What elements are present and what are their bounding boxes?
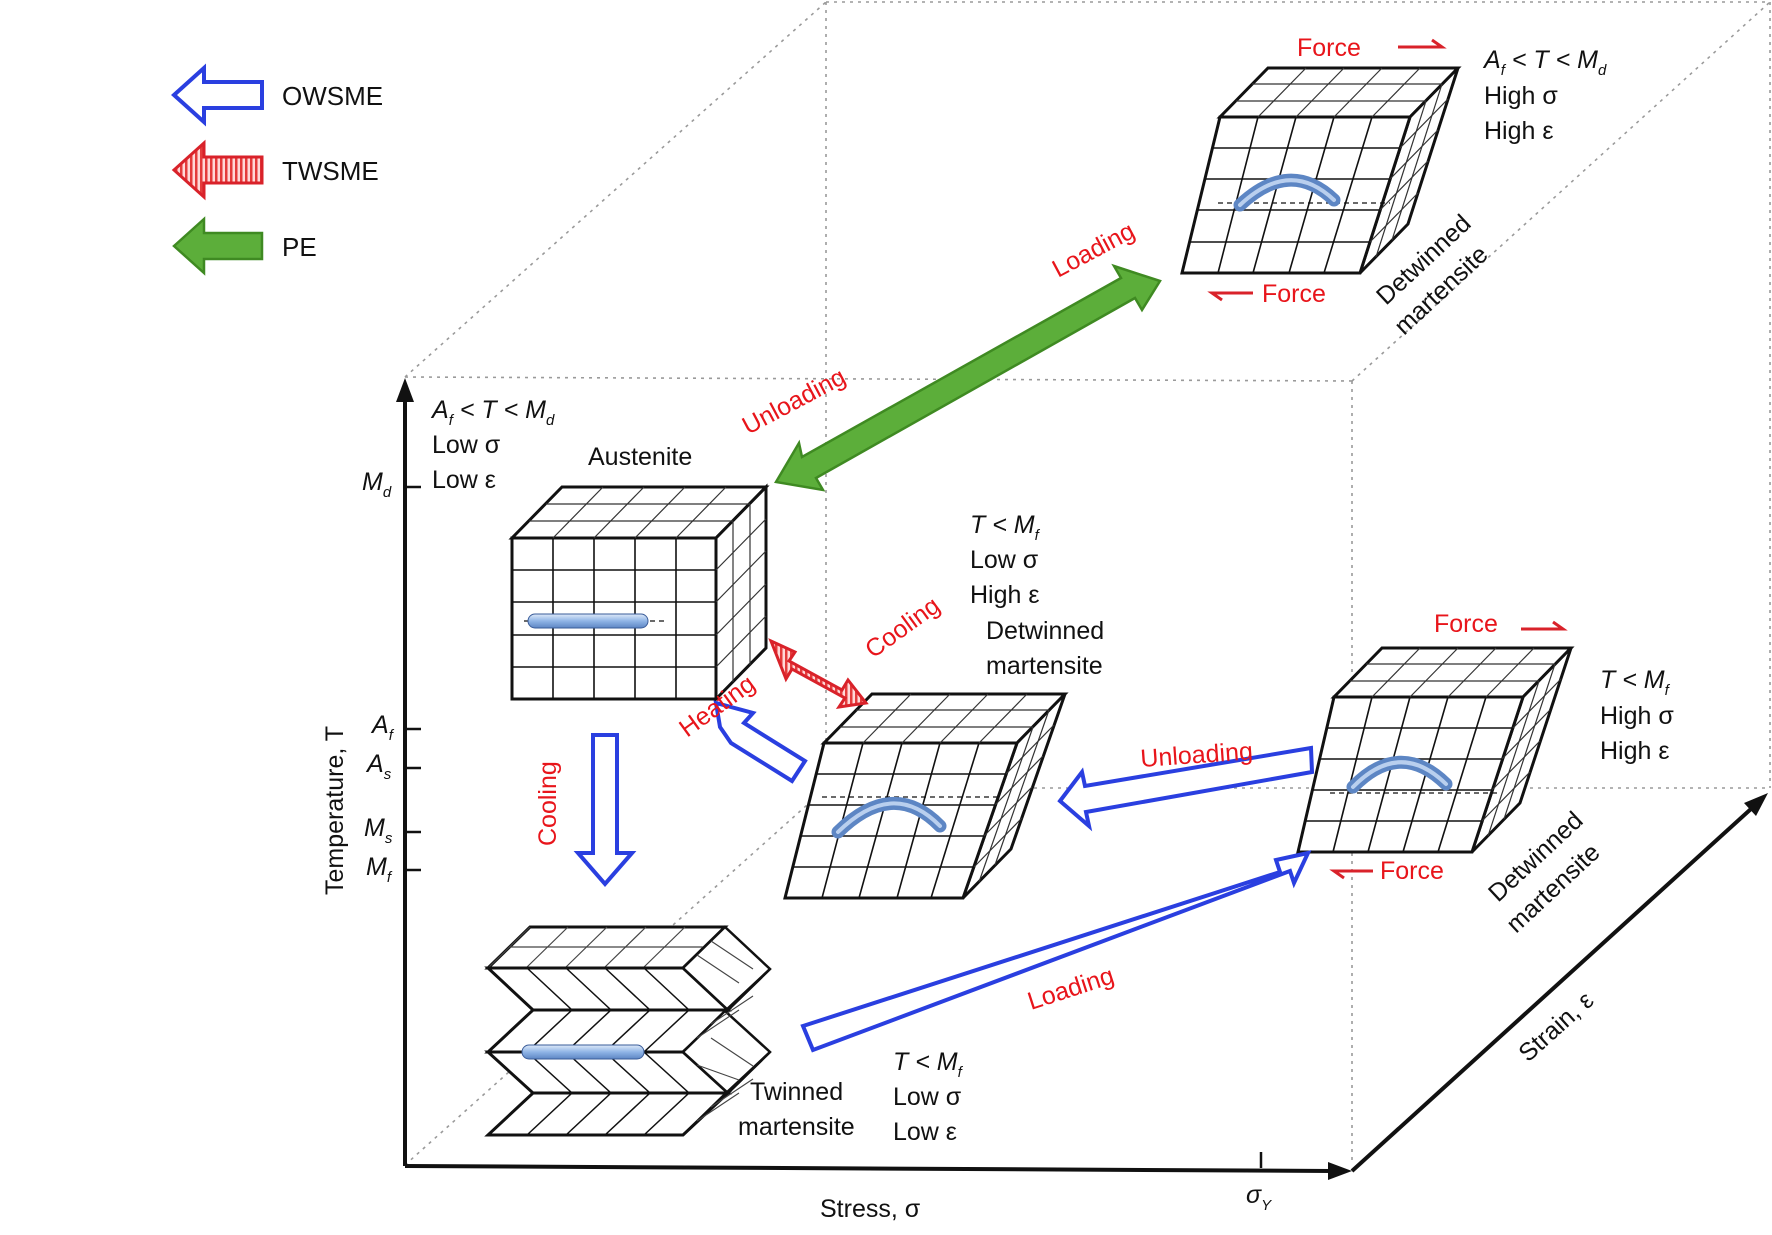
svg-text:Af: Af [370,711,395,744]
stress-yield-tick-label: σY [1246,1181,1272,1214]
twinned-labels: Twinned martensite T < Mf Low σ Low ε [738,1048,964,1146]
svg-text:Force: Force [1434,610,1498,638]
svg-text:Detwinned: Detwinned [986,617,1104,645]
force-arrows-right [1329,620,1568,880]
legend-pe-label: PE [282,232,317,262]
tick-as: As [365,750,392,783]
svg-text:Low ε: Low ε [432,466,496,494]
svg-text:High ε: High ε [970,581,1040,609]
legend-owsme-arrow-icon [171,63,264,127]
legend-twsme-label: TWSME [282,156,379,186]
legend: OWSME TWSME PE [171,63,383,276]
loading-bottom-label: Loading [1024,962,1117,1016]
svg-text:martensite: martensite [986,652,1103,680]
detwinned-center-labels: T < Mf Low σ High ε Detwinned martensite [970,511,1104,680]
stress-axis-label: Stress, σ [820,1195,921,1223]
force-arrows-top [1207,38,1447,302]
cooling-down-label: Cooling [534,761,562,846]
owsme-cooling-arrow [573,733,637,888]
svg-text:T < Mf: T < Mf [893,1048,964,1081]
svg-text:Austenite: Austenite [588,443,692,471]
svg-text:T < Mf: T < Mf [970,511,1041,544]
detwinned-top-block [1180,66,1462,275]
svg-text:High σ: High σ [1600,702,1674,730]
strain-axis-label: Strain, ε [1513,986,1599,1067]
austenite-labels: Af < T < Md Low σ Low ε Austenite [430,396,692,494]
tick-af: Af [370,711,395,744]
svg-text:Af < T < Md: Af < T < Md [1482,46,1607,79]
svg-text:Ms: Ms [364,814,393,847]
svg-text:Low σ: Low σ [893,1083,962,1111]
svg-text:Force: Force [1380,857,1444,885]
tick-ms: Ms [364,814,393,847]
austenite-rod [527,613,649,629]
svg-text:Md: Md [362,468,392,501]
temperature-axis-label: Temperature, T [321,726,349,895]
svg-text:Low σ: Low σ [970,546,1039,574]
svg-text:martensite: martensite [738,1113,855,1141]
tick-md: Md [362,468,392,501]
svg-text:High ε: High ε [1600,737,1670,765]
svg-text:Low σ: Low σ [432,431,501,459]
svg-text:High ε: High ε [1484,117,1554,145]
dotted-bounding-box [404,1,1771,1166]
legend-pe-arrow-icon [172,216,264,276]
tick-mf: Mf [366,853,393,886]
svg-text:High σ: High σ [1484,82,1558,110]
legend-twsme-arrow-icon [171,139,264,201]
axes [396,378,1768,1180]
temperature-ticks [405,485,1263,1168]
svg-text:Low ε: Low ε [893,1118,957,1146]
austenite-cube [508,483,770,703]
owsme-unloading-arrow [1057,745,1315,832]
svg-text:Twinned: Twinned [750,1078,843,1106]
twinned-martensite-block [484,925,772,1137]
owsme-heating-arrow [713,700,808,784]
twsme-double-arrow [768,638,869,709]
svg-text:As: As [365,750,392,783]
pe-double-arrow [774,263,1162,492]
detwinned-center-block [783,692,1069,900]
owsme-loading-arrow [800,850,1312,1053]
svg-text:Force: Force [1297,34,1361,62]
unloading-top-label: Unloading [738,363,851,441]
legend-owsme-label: OWSME [282,81,383,111]
cooling-diag-label: Cooling [860,591,945,663]
detwinned-right-block [1296,646,1575,854]
svg-text:T < Mf: T < Mf [1600,666,1671,699]
twinned-rod [521,1044,645,1060]
svg-text:Af < T < Md: Af < T < Md [430,396,555,429]
svg-text:Force: Force [1262,280,1326,308]
svg-text:Mf: Mf [366,853,393,886]
